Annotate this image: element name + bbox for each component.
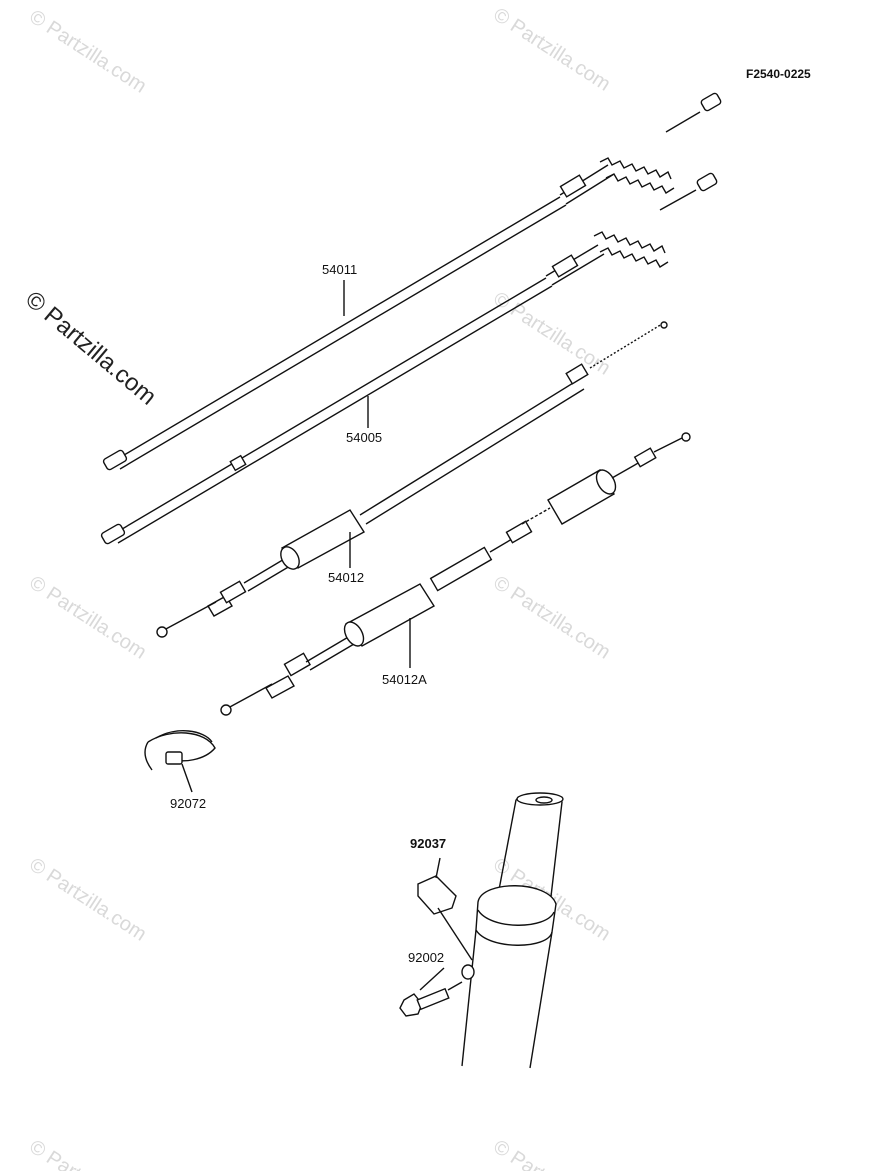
part-label-54012A: 54012A [382, 672, 427, 687]
fork-assembly-drawing [399, 792, 564, 1069]
watermark-text: © Partzilla.com [489, 1136, 614, 1171]
part-label-54011: 54011 [322, 262, 357, 277]
watermark-text-dark: © Partzilla.com [20, 286, 161, 411]
part-label-92072: 92072 [170, 796, 206, 811]
clamp-92072-drawing [144, 730, 216, 793]
reference-code: F2540-0225 [746, 67, 811, 81]
leader-lines [343, 280, 411, 668]
watermark-text: © Partzilla.com [25, 854, 150, 946]
part-label-92002: 92002 [408, 950, 444, 965]
cable-54005-drawing [100, 172, 718, 545]
watermark-text: © Partzilla.com [489, 288, 614, 380]
cable-54012-drawing [156, 321, 668, 638]
part-label-54012: 54012 [328, 570, 364, 585]
part-label-92037: 92037 [410, 836, 446, 851]
part-label-54005: 54005 [346, 430, 382, 445]
watermark-text: © Partzilla.com [25, 6, 150, 98]
watermark-text: © Partzilla.com [489, 572, 614, 664]
cable-54012A-drawing [220, 432, 691, 716]
watermark-text: © Partzilla.com [489, 4, 614, 96]
watermark-text: © Partzilla.com [25, 572, 150, 664]
cable-54011-drawing [102, 92, 722, 471]
watermark-layer: © Partzilla.com © Partzilla.com © Partzi… [20, 4, 614, 1171]
watermark-text: © Partzilla.com [25, 1136, 150, 1171]
